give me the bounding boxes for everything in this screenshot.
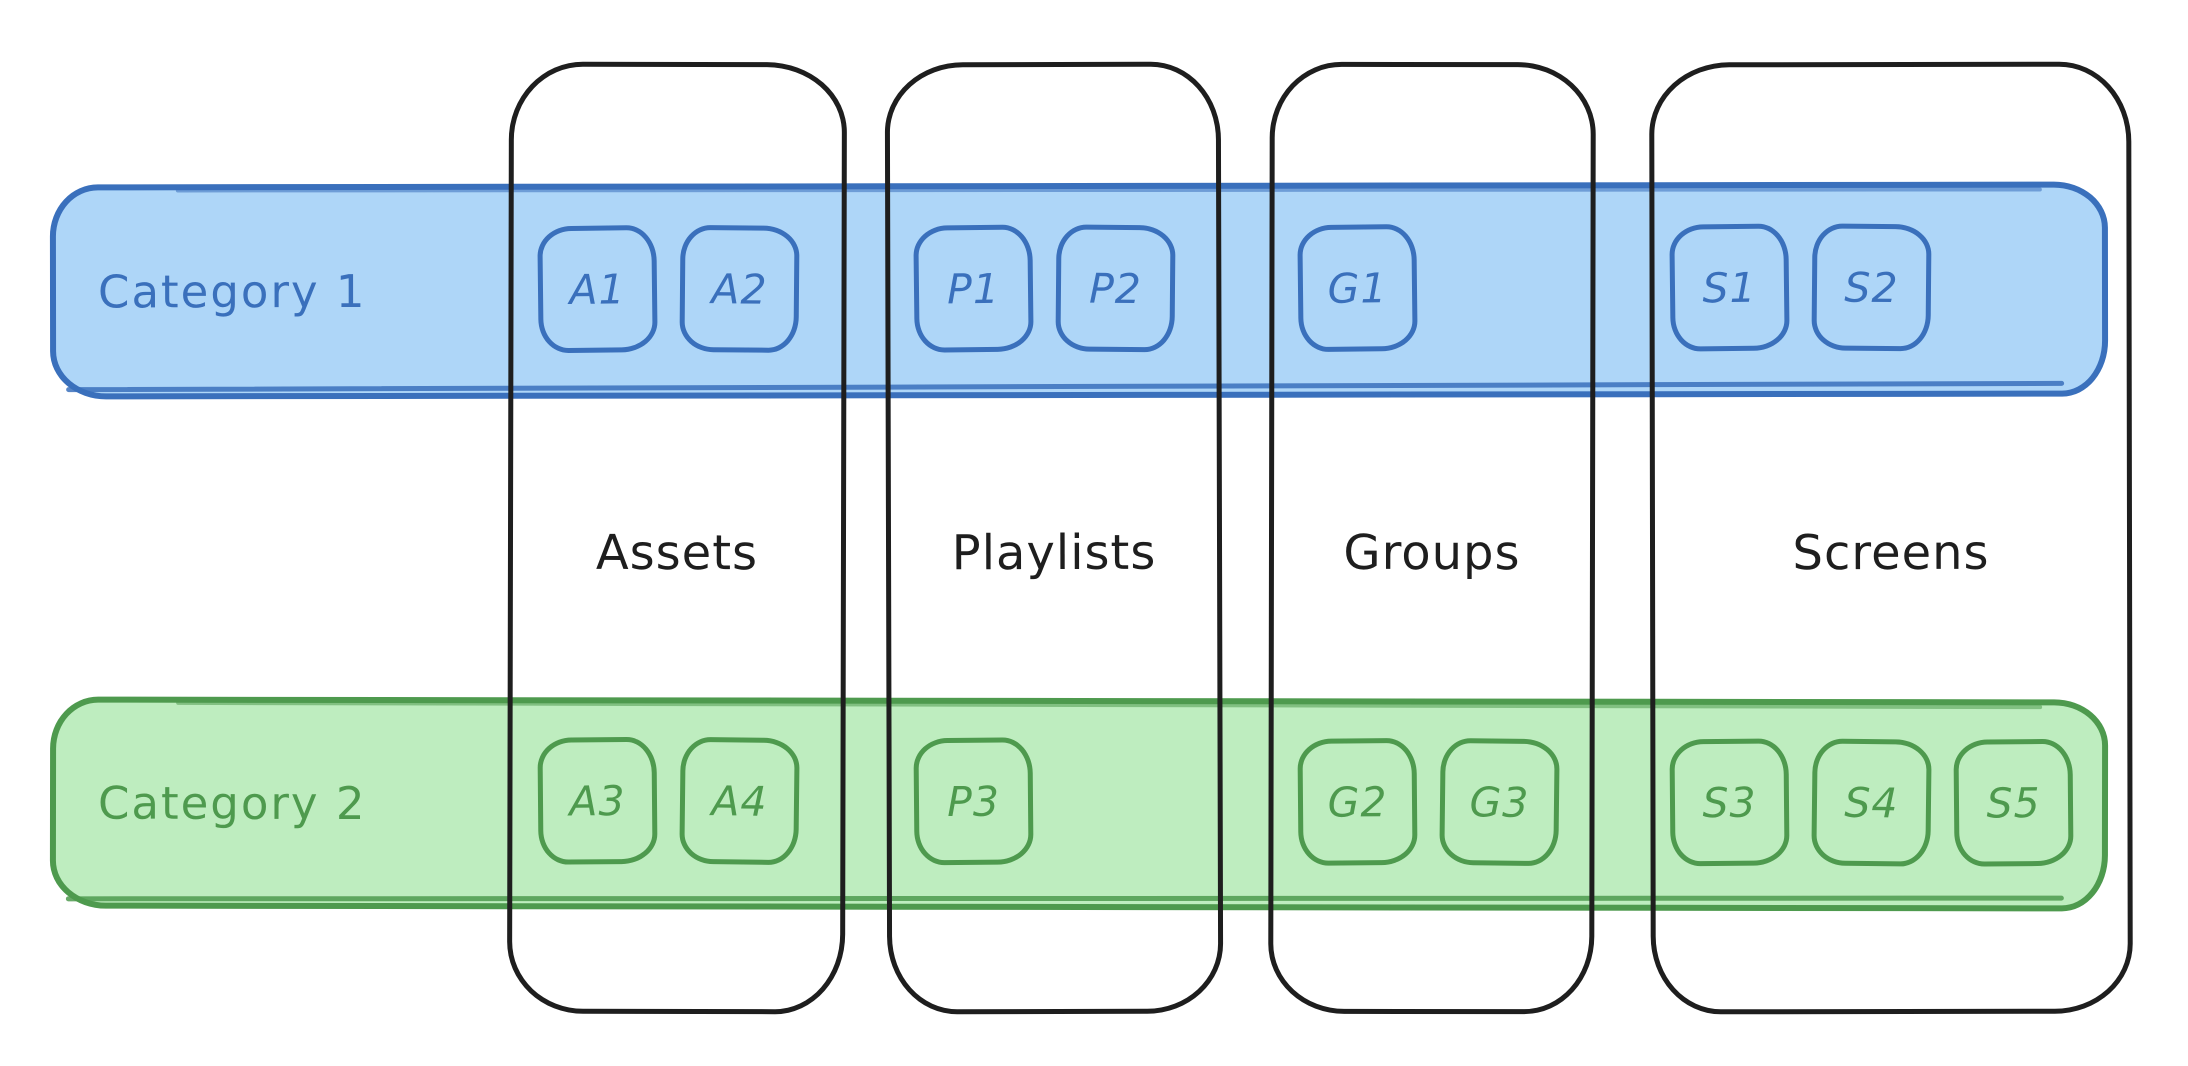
column-label-screens: Screens xyxy=(1792,524,1990,582)
category-label-category2: Category 2 xyxy=(97,776,367,830)
column-label-groups: Groups xyxy=(1343,524,1521,582)
column-label-playlists: Playlists xyxy=(951,524,1157,582)
column-groups: Groups xyxy=(1268,61,1596,1015)
column-screens: Screens xyxy=(1649,61,2133,1015)
column-label-assets: Assets xyxy=(595,524,759,582)
column-assets: Assets xyxy=(507,61,847,1015)
category-label-category1: Category 1 xyxy=(97,264,367,319)
column-playlists: Playlists xyxy=(884,61,1224,1015)
